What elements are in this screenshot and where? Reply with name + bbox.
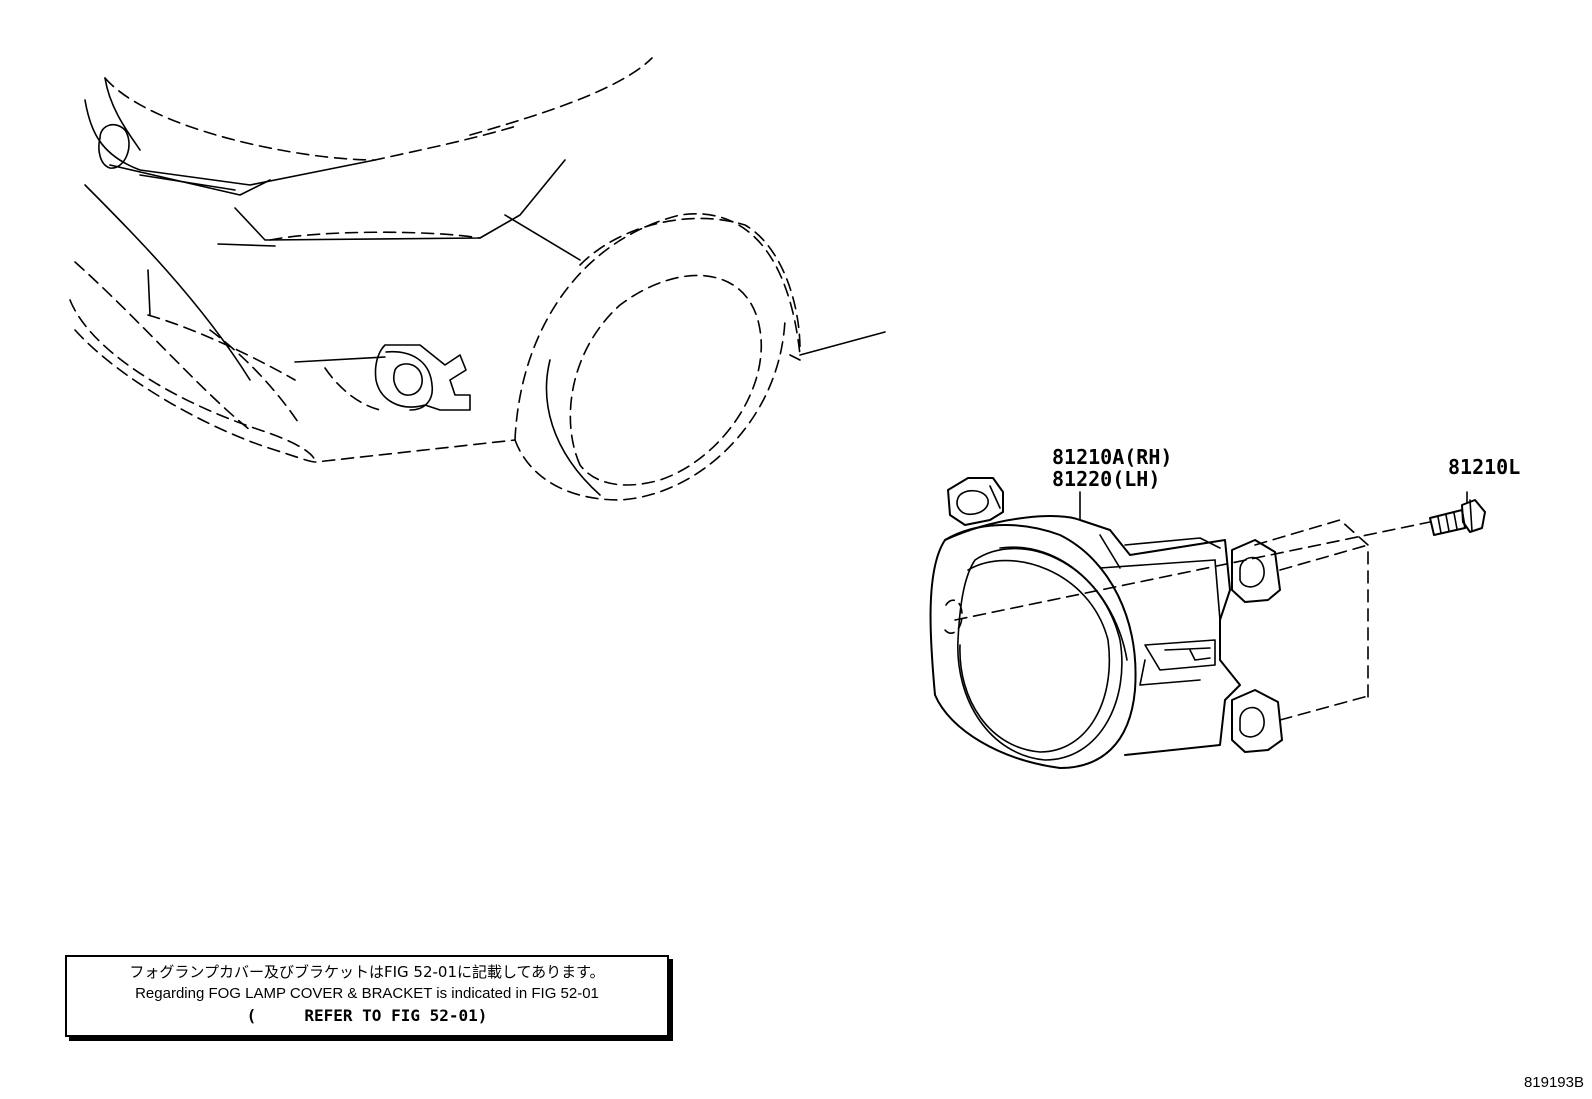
part-label-bolt: 81210L xyxy=(1448,455,1521,479)
note-reference: ( REFER TO FIG 52-01) xyxy=(246,1006,488,1025)
car-front-illustration xyxy=(69,57,886,501)
bolt-icon xyxy=(1429,499,1486,536)
fog-lamp-location-icon xyxy=(374,344,471,411)
fog-lamp-assembly xyxy=(929,477,1283,769)
figure-code: 819193B xyxy=(1523,1074,1584,1091)
part-label-fog-lamp-lh: 81220(LH) xyxy=(1052,467,1161,491)
note-english: Regarding FOG LAMP COVER & BRACKET is in… xyxy=(135,985,599,1002)
leader-lines xyxy=(954,491,1468,721)
part-label-fog-lamp-rh: 81210A(RH) xyxy=(1052,445,1173,469)
reference-note: フォグランプカバー及びブラケットはFIG 52-01に記載してあります。 Reg… xyxy=(65,955,669,1037)
note-japanese: フォグランプカバー及びブラケットはFIG 52-01に記載してあります。 xyxy=(129,963,605,981)
